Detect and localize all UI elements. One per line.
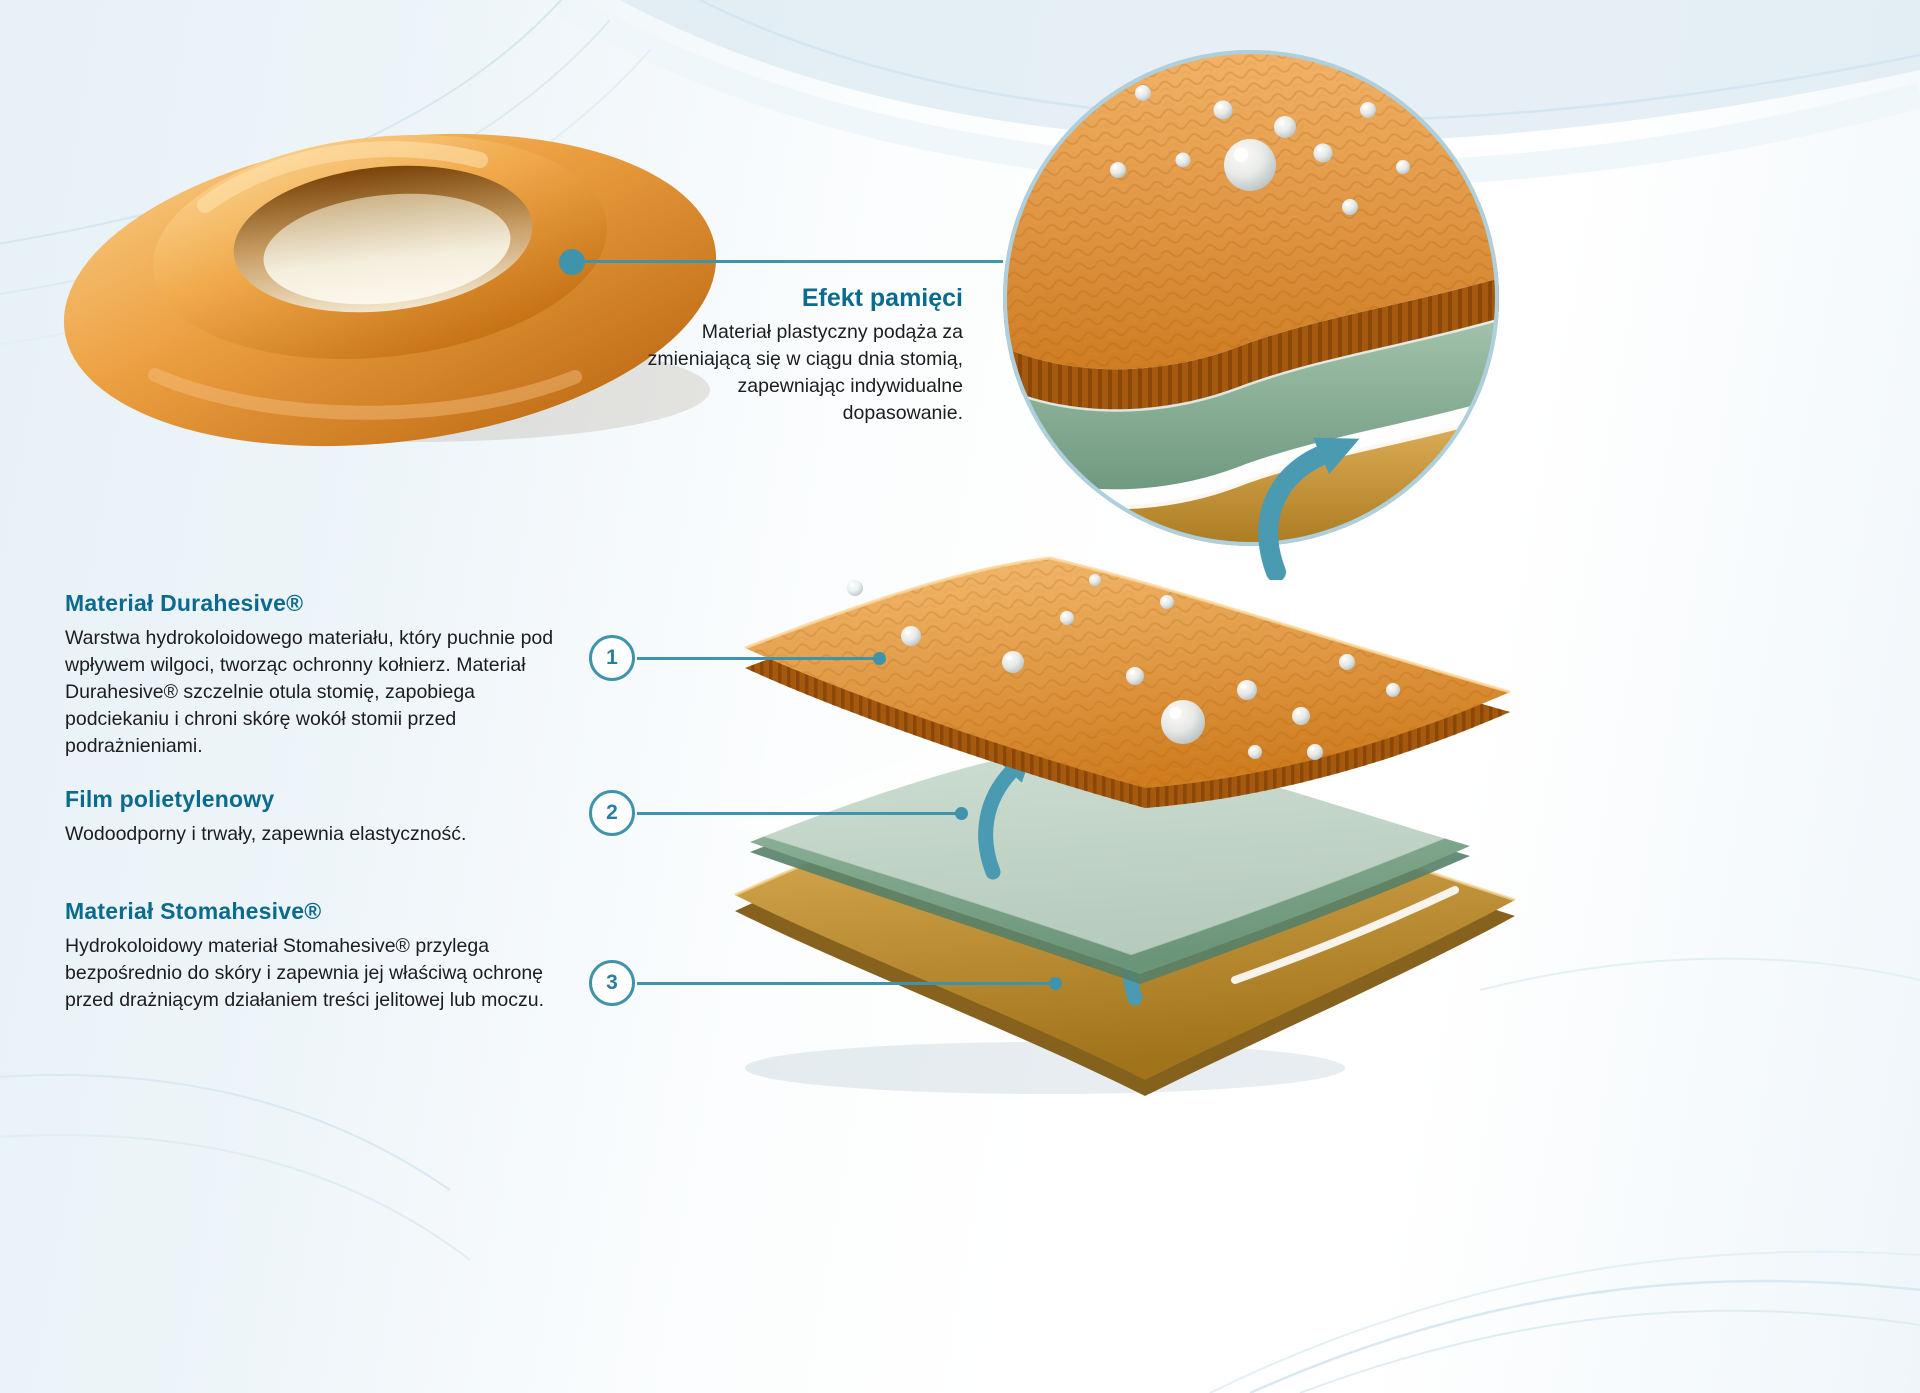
marker-1-dot — [873, 652, 886, 665]
section-stomahesive-body: Hydrokoloidowy materiał Stomahesive® prz… — [65, 935, 545, 1011]
zoom-arrow — [1258, 437, 1360, 580]
section-film-body: Wodoodporny i trwały, zapewnia elastyczn… — [65, 823, 467, 845]
marker-3-dot — [1049, 977, 1062, 990]
marker-1: 1 — [589, 635, 635, 681]
product-callout-dot — [559, 249, 585, 275]
marker-2-dot — [955, 807, 968, 820]
marker-2: 2 — [589, 790, 635, 836]
section-film-title: Film polietylenowy — [65, 786, 275, 812]
zoom-inset-circle — [1003, 50, 1499, 546]
memory-effect-title: Efekt pamięci — [801, 284, 963, 312]
section-durahesive-body: Warstwa hydrokoloidowego materiału, któr… — [65, 627, 554, 757]
marker-2-line — [637, 807, 968, 820]
marker-3-line — [637, 977, 1062, 990]
section-stomahesive: Materiał Stomahesive® Hydrokoloidowy mat… — [65, 898, 580, 1014]
marker-3: 3 — [589, 960, 635, 1006]
marker-1-line — [637, 652, 886, 665]
memory-effect-body: Materiał plastyczny podąża za zmieniając… — [647, 321, 963, 424]
marker-2-label: 2 — [606, 801, 618, 824]
inset-durahesive-edge — [1003, 277, 1499, 410]
product-ring-illustration — [63, 133, 717, 447]
marker-1-label: 1 — [606, 646, 618, 669]
inset-film-layer — [1003, 317, 1499, 490]
product-callout-line — [585, 260, 1003, 263]
section-durahesive: Materiał Durahesive® Warstwa hydrokoloid… — [65, 590, 580, 760]
exploded-layers-illustration — [730, 556, 1516, 1096]
marker-3-label: 3 — [606, 971, 618, 994]
memory-effect-callout: Efekt pamięci Materiał plastyczny podąża… — [618, 284, 963, 427]
section-film: Film polietylenowy Wodoodporny i trwały,… — [65, 786, 580, 848]
section-stomahesive-title: Materiał Stomahesive® — [65, 898, 322, 924]
section-durahesive-title: Materiał Durahesive® — [65, 590, 304, 616]
ring-hole — [263, 193, 511, 305]
